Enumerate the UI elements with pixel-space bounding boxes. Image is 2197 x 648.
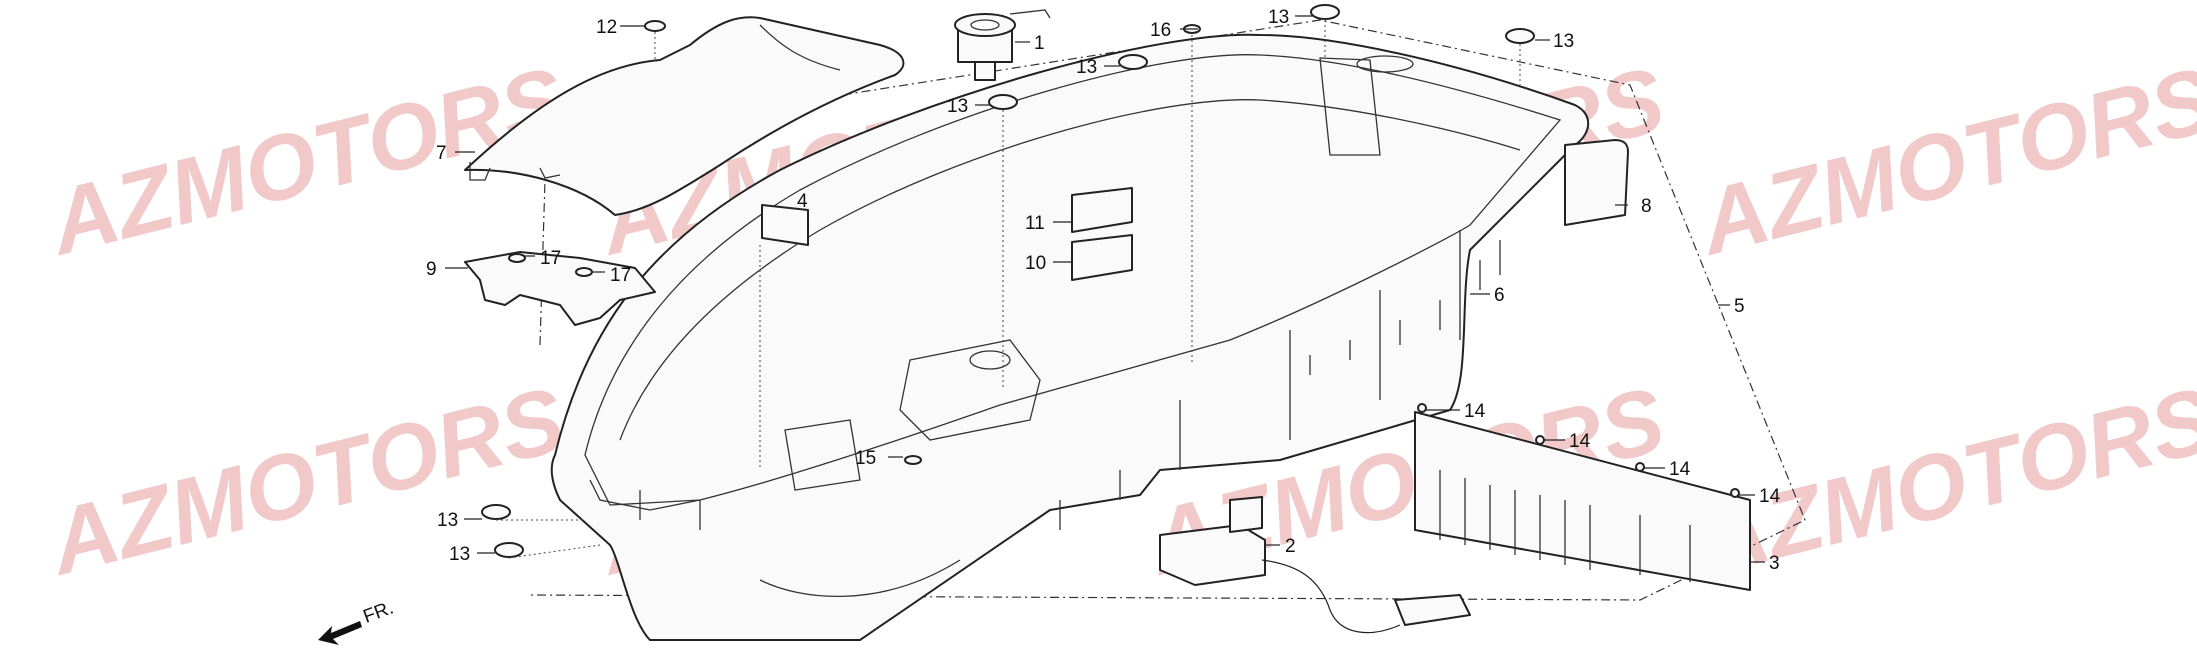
- callout-3: 3: [1769, 553, 1780, 574]
- callout-13: 13: [437, 510, 458, 531]
- access-lid: [1564, 139, 1629, 226]
- watermark: AZMOTORS: [1688, 48, 2197, 274]
- callout-8: 8: [1641, 196, 1652, 217]
- callout-13: 13: [1553, 31, 1574, 52]
- callout-10: 10: [1025, 253, 1046, 274]
- callout-1: 1: [1034, 33, 1045, 54]
- callout-9: 9: [426, 259, 437, 280]
- front-arrow-icon: [318, 621, 362, 645]
- callout-13: 13: [1076, 57, 1097, 78]
- callout-14: 14: [1669, 459, 1691, 480]
- callout-4: 4: [797, 191, 808, 212]
- callout-7: 7: [436, 143, 447, 164]
- watermark: AZMOTORS: [1688, 368, 2197, 594]
- seat-switch: [1159, 496, 1471, 634]
- callout-12: 12: [596, 17, 617, 38]
- callout-2: 2: [1285, 536, 1296, 557]
- front-direction-indicator: FR.: [318, 597, 396, 645]
- projection-lines: [496, 20, 1521, 559]
- storage-box: [550, 33, 1590, 641]
- callout-14: 14: [1569, 431, 1591, 452]
- label-stickers: [761, 187, 1133, 281]
- watermark: AZMOTORS: [38, 368, 574, 594]
- callout-14: 14: [1464, 401, 1486, 422]
- callout-13: 13: [449, 544, 470, 565]
- fasteners: [481, 4, 1740, 558]
- callout-5: 5: [1734, 296, 1745, 317]
- seat-cover: [464, 16, 905, 216]
- mounting-bracket: [464, 251, 656, 326]
- callout-13: 13: [1268, 7, 1289, 28]
- callouts: 1 2 3 4 5 6 7 8 9 10 11 12 13 13 13 13 1…: [426, 7, 1781, 574]
- leader-lines: [445, 15, 1765, 563]
- callout-11: 11: [1025, 213, 1045, 234]
- callout-6: 6: [1494, 285, 1505, 306]
- callout-15: 15: [855, 448, 876, 469]
- callout-16: 16: [1150, 20, 1171, 41]
- callout-17: 17: [610, 265, 631, 286]
- callout-14: 14: [1759, 486, 1781, 507]
- callout-17: 17: [540, 248, 561, 269]
- callout-13: 13: [947, 96, 968, 117]
- front-direction-label: FR.: [361, 597, 397, 627]
- power-socket: [954, 9, 1051, 81]
